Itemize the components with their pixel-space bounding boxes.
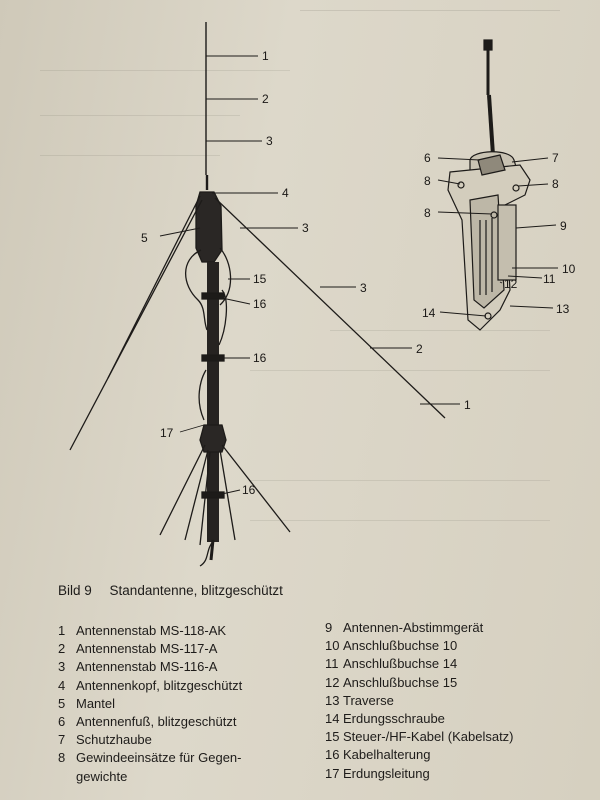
callout-8-middle: 8 [424, 206, 431, 220]
callout-14: 14 [422, 306, 436, 320]
caption-number: Bild 9 [58, 583, 92, 598]
callout-8-left: 8 [424, 174, 431, 188]
callout-16-lower: 16 [242, 483, 256, 497]
callout-10: 10 [562, 262, 576, 276]
callout-5: 5 [141, 231, 148, 245]
callout-7: 7 [552, 151, 559, 165]
callout-8-right: 8 [552, 177, 559, 191]
callout-1-top: 1 [262, 49, 269, 63]
callout-15: 15 [253, 272, 267, 286]
callout-1-guy: 1 [464, 398, 471, 412]
antenna-illustration [69, 22, 558, 567]
callout-2-top: 2 [262, 92, 269, 106]
callout-6: 6 [424, 151, 431, 165]
callout-12: 12 [504, 277, 518, 291]
caption-title: Standantenne, blitzgeschützt [109, 583, 283, 598]
callout-3-guy-end: 3 [360, 281, 367, 295]
callout-16-middle: 16 [253, 351, 267, 365]
callout-4: 4 [282, 186, 289, 200]
callout-11: 11 [543, 272, 556, 286]
callout-3-top: 3 [266, 134, 273, 148]
callout-3-guy: 3 [302, 221, 309, 235]
callout-9: 9 [560, 219, 567, 233]
callout-17: 17 [160, 426, 174, 440]
callout-13: 13 [556, 302, 570, 316]
figure-caption: Bild 9 Standantenne, blitzgeschützt [58, 583, 283, 598]
callout-2-guy: 2 [416, 342, 423, 356]
callout-16-upper: 16 [253, 297, 267, 311]
